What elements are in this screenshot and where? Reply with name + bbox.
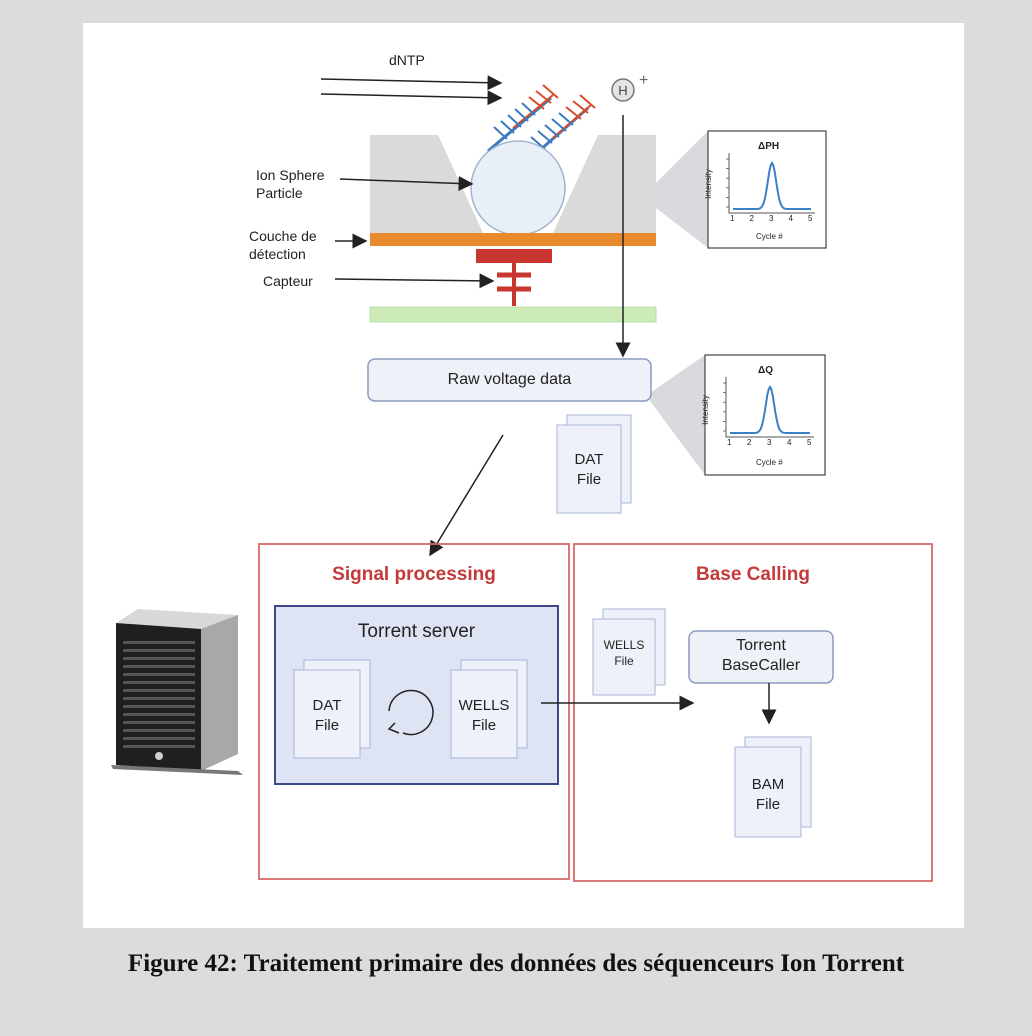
dna-strand-1 — [487, 84, 559, 153]
base-calling-box — [573, 543, 933, 882]
plot-bottom-title: ΔQ — [758, 365, 773, 376]
dat-file-top-front — [556, 424, 622, 514]
h-ion-text: H — [618, 83, 627, 98]
dat-file-server-label: DAT File — [312, 697, 342, 734]
bam-file-front — [734, 746, 802, 838]
sensor-gate — [476, 249, 552, 263]
dntp-label: dNTP — [389, 52, 425, 68]
wells-file-base-front — [592, 618, 656, 696]
wells-file-server-label: WELLS File — [458, 697, 510, 734]
plot-bottom-xlabel: Cycle # — [756, 458, 783, 467]
cycle-icon — [387, 689, 434, 736]
plot-x-tick-label: 1 — [727, 438, 732, 447]
plot-top-title: ΔPH — [758, 141, 780, 152]
plot-x-tick-label: 5 — [808, 214, 813, 223]
plot-x-tick-label: 3 — [769, 214, 774, 223]
wells-file-server-front — [450, 669, 518, 759]
figure-caption: Figure 42: Traitement primaire des donné… — [127, 950, 905, 977]
plot-x-tick-label: 4 — [788, 214, 793, 223]
torrent-basecaller-label: Torrent BaseCaller — [721, 637, 801, 674]
signal-processing-title: Signal processing — [332, 564, 496, 585]
couche-label: Couche de détection — [249, 228, 317, 262]
torrent-server-title: Torrent server — [357, 621, 476, 642]
plot-peak-curve — [730, 385, 810, 434]
h-ion-circle — [611, 78, 635, 102]
plot-peak-curve — [733, 161, 811, 210]
plot-x-tick-label: 5 — [807, 438, 812, 447]
dntp-arrow-2 — [320, 90, 503, 106]
plot-x-tick-label: 2 — [747, 438, 752, 447]
plot-x-tick-label: 2 — [749, 214, 754, 223]
diagram-svg: H + — [111, 72, 933, 882]
plot-x-tick-label: 1 — [730, 214, 735, 223]
detection-layer — [370, 233, 656, 246]
substrate-bar — [369, 306, 657, 323]
h-ion-plus: + — [639, 72, 648, 89]
raw-to-signal-arrow — [429, 434, 504, 557]
base-calling-title: Base Calling — [695, 564, 811, 585]
capteur-arrow — [334, 273, 495, 289]
plot-top-ylabel: Intensity — [703, 169, 713, 199]
dat-file-server-front — [293, 669, 361, 759]
plot-bottom-marks — [723, 377, 814, 438]
torrent-basecaller-box — [688, 630, 834, 684]
plot-axes — [728, 153, 815, 214]
ion-sphere — [470, 140, 566, 236]
raw-voltage-box — [367, 358, 652, 402]
figure-panel: H + — [83, 23, 964, 928]
zoom-wedge-top — [656, 131, 708, 248]
plot-top-xlabel: Cycle # — [756, 232, 783, 241]
signal-processing-box — [258, 543, 570, 880]
capteur-label: Capteur — [263, 273, 313, 289]
dntp-arrow-1 — [320, 75, 503, 91]
zoom-wedge-bottom — [650, 355, 705, 475]
sensor-symbol — [497, 263, 531, 306]
bam-file-label: BAM File — [751, 776, 785, 813]
raw-voltage-label: Raw voltage data — [447, 371, 572, 388]
plot-x-tick-label: 3 — [767, 438, 772, 447]
plot-bottom-ylabel: Intensity — [700, 395, 710, 425]
plot-x-tick-label: 4 — [787, 438, 792, 447]
wells-file-base-label: WELLS File — [603, 638, 645, 668]
ion-sphere-arrow — [339, 175, 474, 191]
plot-top-marks — [726, 153, 815, 214]
well-structure — [370, 135, 656, 233]
ion-sphere-label: Ion Sphere Particle — [256, 167, 325, 201]
dat-file-top-label: DAT File — [574, 451, 604, 488]
plot-axes — [725, 377, 814, 438]
server-tower-illustration — [111, 609, 243, 775]
